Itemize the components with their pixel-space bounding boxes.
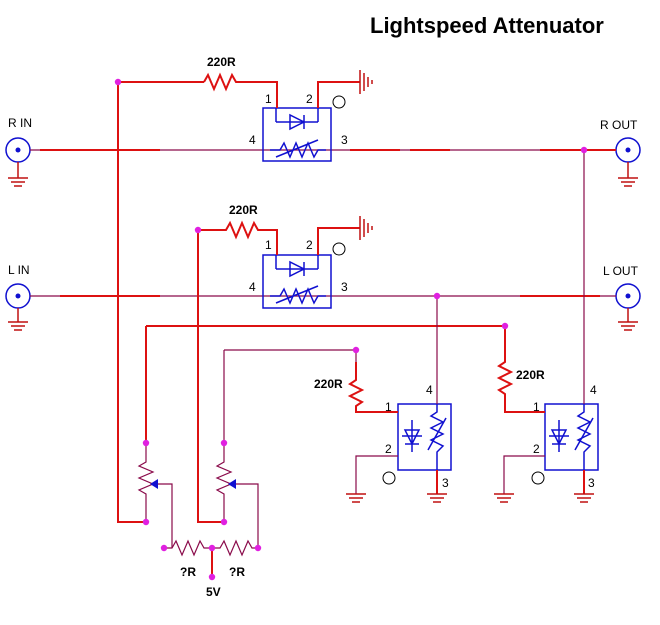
- l-in-label: L IN: [8, 263, 30, 277]
- diagram-title: Lightspeed Attenuator: [370, 13, 604, 38]
- wire-rail-326: [146, 325, 506, 340]
- opto-ldr4: [544, 403, 599, 471]
- ground-icon: [574, 493, 594, 503]
- ground-icon: [346, 493, 366, 503]
- resistor-220r-ldr4: [496, 340, 545, 413]
- wire-ldr4-pin2: [503, 455, 545, 494]
- opto3-pad: [382, 471, 396, 485]
- opto4-pin1: 1: [533, 400, 540, 414]
- resistor-220r-ldr3-label: 220R: [314, 377, 343, 391]
- r-in-label: R IN: [8, 116, 32, 130]
- pot-left: [137, 443, 173, 548]
- opto4-pad: [531, 471, 545, 485]
- opto-r-pin3: 3: [341, 133, 348, 147]
- wire-rail-350: [224, 349, 357, 362]
- wire-ldr3-pin2: [355, 455, 398, 494]
- pot-right-label: ?R: [229, 565, 245, 579]
- resistor-220r-top-label: 220R: [207, 55, 236, 69]
- ground-icon: [359, 70, 373, 94]
- opto-r-channel: [262, 107, 332, 162]
- opto4-pin2: 2: [533, 442, 540, 456]
- opto-l-pin2-wire: [317, 227, 360, 255]
- opto3-pin2: 2: [385, 442, 392, 456]
- opto-r-pin4: 4: [249, 133, 256, 147]
- l-out-jack: [615, 283, 641, 331]
- ground-icon: [427, 493, 447, 503]
- opto-l-pin3: 3: [341, 280, 348, 294]
- l-out-label: L OUT: [603, 264, 639, 278]
- opto3-pin1: 1: [385, 400, 392, 414]
- opto-r-pin1: 1: [265, 92, 272, 106]
- r-out-jack: [615, 137, 641, 187]
- opto-l-pin4: 4: [249, 280, 256, 294]
- opto4-pin3: 3: [588, 476, 595, 490]
- opto-l-pad: [332, 242, 346, 256]
- resistor-220r-ldr4-label: 220R: [516, 368, 545, 382]
- resistor-220r-mid: [198, 220, 278, 255]
- r-in-jack: [5, 137, 31, 187]
- resistor-220r-mid-label: 220R: [229, 203, 258, 217]
- opto-r-pin2: 2: [306, 92, 313, 106]
- resistor-220r-ldr3: [347, 362, 398, 413]
- opto-r-pin2-wire: [317, 81, 360, 108]
- l-in-jack: [5, 283, 31, 331]
- resistor-220r-top: [203, 72, 278, 108]
- opto-ldr3: [397, 403, 452, 471]
- opto-r-pad: [332, 95, 346, 109]
- wire-bus-mid: [197, 230, 224, 523]
- opto4-pin4: 4: [590, 383, 597, 397]
- ground-icon: [359, 216, 373, 240]
- opto-l-channel: [262, 254, 332, 309]
- pot-left-label: ?R: [180, 565, 196, 579]
- pot-right: [215, 443, 259, 548]
- opto3-pin4: 4: [426, 383, 433, 397]
- ground-icon: [494, 493, 514, 503]
- junction-dots: [114, 78, 588, 581]
- supply-5v-label: 5V: [206, 585, 221, 599]
- r-out-label: R OUT: [600, 118, 638, 132]
- opto-l-pin2: 2: [306, 238, 313, 252]
- opto3-pin3: 3: [442, 476, 449, 490]
- opto-l-pin1: 1: [265, 238, 272, 252]
- wire-bus-left: [117, 82, 146, 523]
